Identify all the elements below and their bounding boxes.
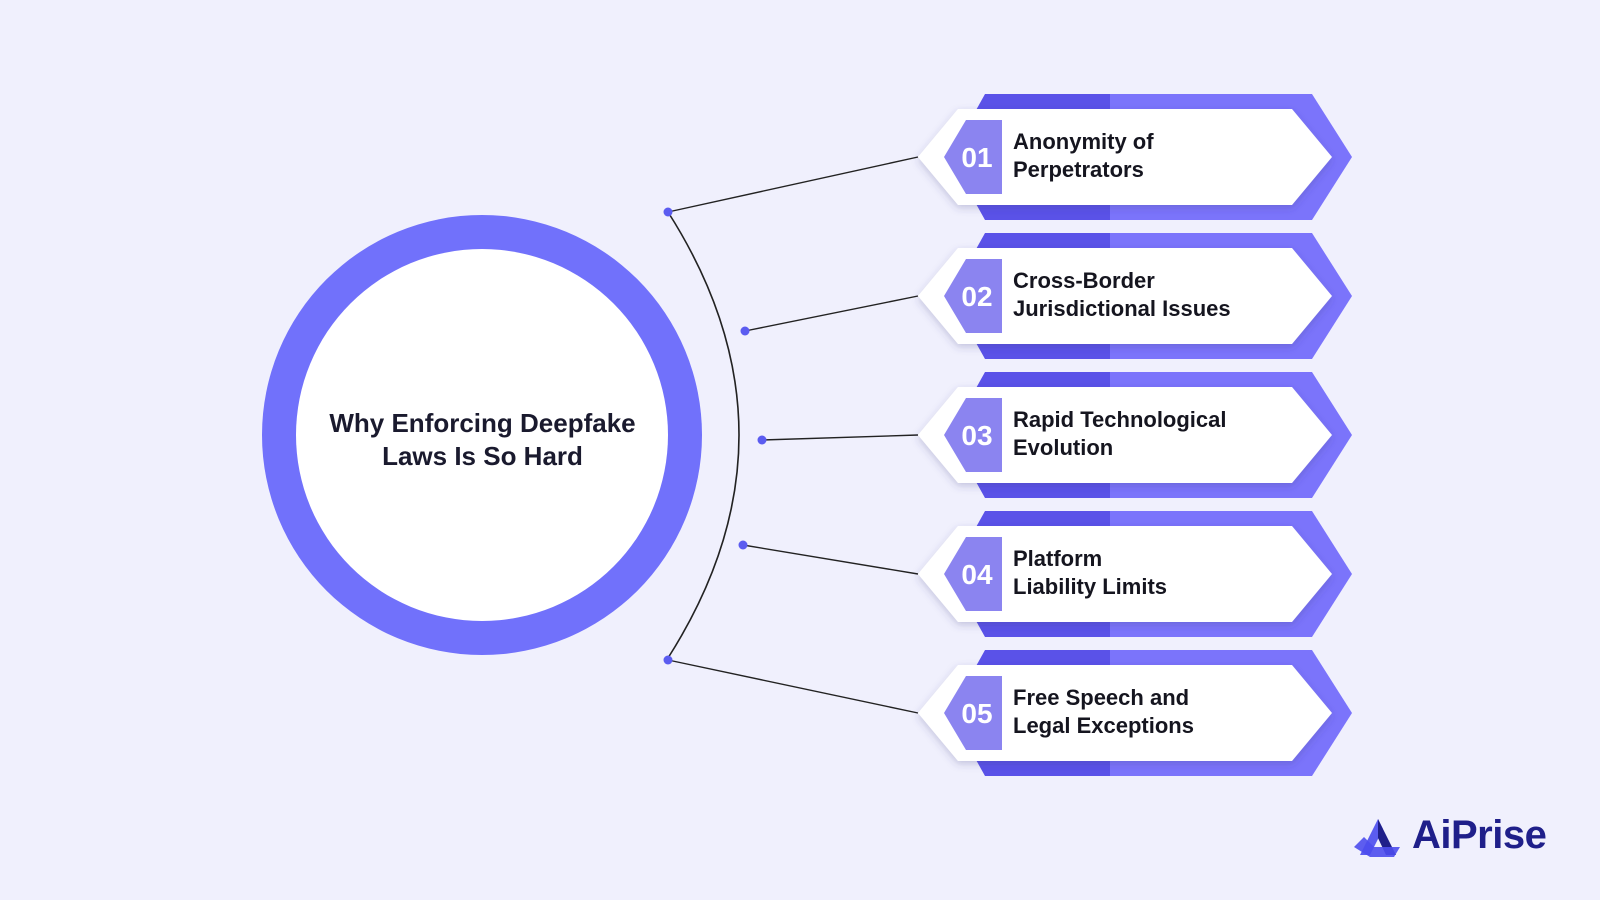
brand-name: AiPrise [1412, 812, 1547, 857]
connector-line [744, 295, 919, 332]
item-card [918, 665, 1332, 761]
number-badge [944, 537, 1002, 611]
center-title: Why Enforcing Deepfake Laws Is So Hard [300, 385, 665, 495]
item-label-line: Legal Exceptions [1013, 713, 1194, 738]
connector-dot [663, 207, 673, 217]
item-label-line: Rapid Technological [1013, 407, 1227, 432]
number-badge [944, 259, 1002, 333]
item-card [918, 526, 1332, 622]
item-card [918, 387, 1332, 483]
item-label-line: Cross-Border [1013, 268, 1155, 293]
center-disc [296, 249, 668, 621]
item-card [918, 248, 1332, 344]
item-1: 01 [663, 94, 1352, 220]
item-label-line: Jurisdictional Issues [1013, 296, 1231, 321]
connector-dot [757, 435, 767, 445]
item-label-line: Platform [1013, 546, 1103, 571]
item-label-line: Evolution [1013, 435, 1114, 460]
connector-line [742, 544, 919, 575]
connector-dot [740, 326, 750, 336]
item-label-line: Free Speech and [1013, 685, 1190, 710]
number-badge [944, 120, 1002, 194]
connector-line [667, 659, 919, 714]
number-badge [944, 676, 1002, 750]
item-number: 02 [961, 281, 992, 312]
item-2: 02 [740, 233, 1352, 359]
connector-arc [667, 211, 740, 659]
item-number: 04 [961, 559, 993, 590]
item-card [918, 109, 1332, 205]
number-badge [944, 398, 1002, 472]
item-number: 03 [961, 420, 992, 451]
connector-line [667, 156, 919, 213]
brand-logo: AiPrise [1350, 805, 1547, 865]
item-label: Anonymity of Perpetrators [1013, 128, 1303, 184]
item-label-line: Perpetrators [1013, 157, 1144, 182]
aiprise-logo-icon [1354, 819, 1400, 857]
item-3: 03 [757, 372, 1352, 498]
item-number: 01 [961, 142, 992, 173]
item-label-line: Liability Limits [1013, 574, 1168, 599]
connector-line [761, 434, 919, 441]
center-title-line-2: Laws Is So Hard [382, 441, 583, 471]
item-5: 05 [663, 650, 1352, 776]
center-title-line-1: Why Enforcing Deepfake [329, 408, 636, 438]
connector-dot [738, 540, 748, 550]
item-number: 05 [961, 698, 992, 729]
connector-dot [663, 655, 673, 665]
item-label-line: Anonymity of [1013, 129, 1154, 154]
item-4: 04 [738, 511, 1352, 637]
